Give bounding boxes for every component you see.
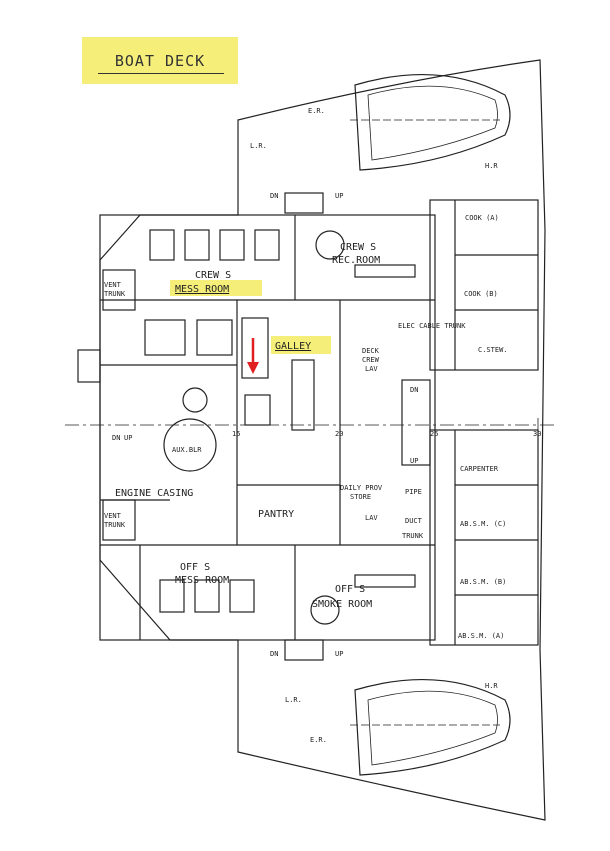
label-up-bot: UP <box>335 650 343 658</box>
stair-top <box>284 192 324 214</box>
table <box>159 579 185 613</box>
label-absm-b: AB.S.M. (B) <box>460 578 506 586</box>
tank <box>182 387 208 413</box>
label-carpenter: CARPENTER <box>460 465 499 473</box>
hatch <box>144 319 186 356</box>
table <box>219 229 245 261</box>
table <box>254 229 280 261</box>
table <box>149 229 175 261</box>
label-elec-cable: ELEC CABLE TRUNK <box>398 322 466 330</box>
label-up-mid: UP <box>410 457 418 465</box>
vent-trunk-box <box>102 499 136 541</box>
sofa <box>354 574 416 588</box>
label-vent-top-2: TRUNK <box>104 290 126 298</box>
table <box>229 579 255 613</box>
label-aux-blr: AUX.BLR <box>172 446 202 454</box>
label-cook-b: COOK (B) <box>464 290 498 298</box>
label-er-bot: E.R. <box>310 736 327 744</box>
label-pipe-3: TRUNK <box>402 532 424 540</box>
label-deck-1: DECK <box>362 347 380 355</box>
label-up-left: UP <box>124 434 132 442</box>
label-frame-20: 20 <box>335 430 343 438</box>
galley-highlight <box>271 336 331 354</box>
mess-room-highlight <box>170 280 262 296</box>
stair-bottom <box>284 639 324 661</box>
cabin-block-bottom <box>429 429 539 646</box>
label-vent-top-1: VENT <box>104 281 122 289</box>
cabin-block-top <box>429 199 539 371</box>
label-dn-top: DN <box>270 192 278 200</box>
label-hr-top: H.R <box>485 162 498 170</box>
label-stew: C.STEW. <box>478 346 508 354</box>
range <box>291 359 315 431</box>
table <box>194 579 220 613</box>
label-absm-a: AB.S.M. (A) <box>458 632 504 640</box>
deck-box <box>77 349 101 383</box>
label-lr-top: L.R. <box>250 142 267 150</box>
label-vent-bot-1: VENT <box>104 512 122 520</box>
label-daily-prov-1: DAILY PROV <box>340 484 383 492</box>
label-absm-c: AB.S.M. (C) <box>460 520 506 528</box>
lifeboat-bottom-inner <box>367 690 498 766</box>
table <box>184 229 210 261</box>
label-engine-casing: ENGINE CASING <box>115 488 193 499</box>
page-title: BOAT DECK <box>114 52 206 70</box>
stair-mid <box>401 379 431 466</box>
label-vent-bot-2: TRUNK <box>104 521 126 529</box>
label-dn-left: DN <box>112 434 120 442</box>
label-crews-rec: CREW S <box>340 242 376 253</box>
label-hr-bot: H.R <box>485 682 498 690</box>
superstructure-wall <box>99 214 436 641</box>
title-highlight <box>82 37 238 84</box>
label-pipe-2: DUCT <box>405 517 423 525</box>
title-underline <box>98 73 224 74</box>
stair-galley <box>241 317 269 379</box>
label-frame-25: 25 <box>430 430 438 438</box>
label-up-top: UP <box>335 192 343 200</box>
lifeboat-top <box>354 74 511 171</box>
label-cook-a: COOK (A) <box>465 214 499 222</box>
label-pipe-1: PIPE <box>405 488 422 496</box>
lifeboat-top-inner <box>367 85 498 161</box>
stair-arrow <box>247 338 259 374</box>
deck-outline-top <box>99 59 546 821</box>
label-galley: GALLEY <box>275 341 311 352</box>
round-table <box>315 230 345 260</box>
label-offs-mess-1: OFF S <box>180 562 210 573</box>
sofa <box>354 264 416 278</box>
label-lr-bot: L.R. <box>285 696 302 704</box>
label-deck-2: CREW <box>362 356 380 364</box>
label-pantry: PANTRY <box>258 509 294 520</box>
label-dn-mid: DN <box>410 386 418 394</box>
label-daily-prov-2: STORE <box>350 493 371 501</box>
label-offs-smoke-1: OFF S <box>335 584 365 595</box>
vent-trunk-box <box>102 269 136 311</box>
label-lav: LAV <box>365 514 378 522</box>
hatch <box>196 319 233 356</box>
counter <box>244 394 271 426</box>
lifeboat-bottom <box>354 679 511 776</box>
label-offs-smoke-2: SMOKE ROOM <box>312 599 372 610</box>
aux-boiler <box>163 418 217 472</box>
label-dn-bot: DN <box>270 650 278 658</box>
label-frame-30: 30 <box>533 430 541 438</box>
label-crews-mess: CREW S <box>195 270 231 281</box>
label-offs-mess-2: MESS ROOM <box>175 575 229 586</box>
label-mess-room: MESS ROOM <box>175 284 229 295</box>
label-rec-room: REC.ROOM <box>332 255 380 266</box>
label-frame-15: 15 <box>232 430 240 438</box>
round-table <box>310 595 340 625</box>
label-er-top: E.R. <box>308 107 325 115</box>
label-deck-3: LAV <box>365 365 378 373</box>
